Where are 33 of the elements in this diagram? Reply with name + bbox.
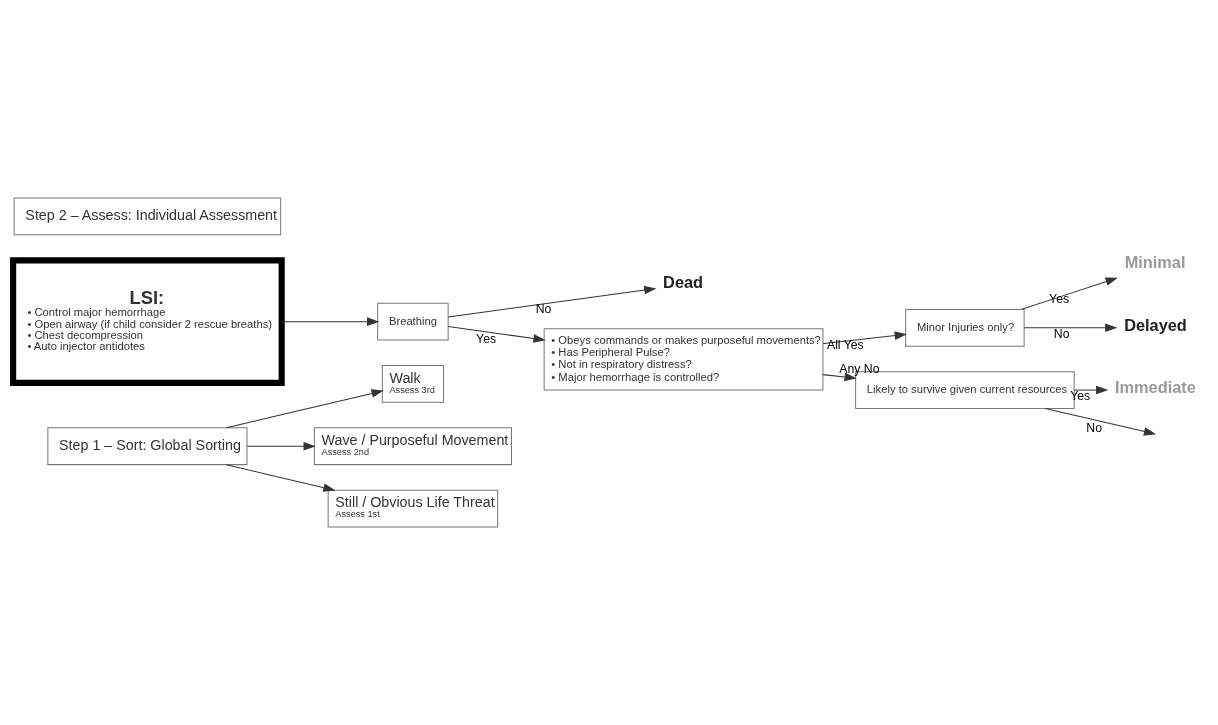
edge-label: Any No (839, 361, 880, 376)
edge-label: No (1086, 420, 1103, 435)
node-box: Wave / Purposeful Movement Assess 2nd (313, 427, 512, 466)
arrow (281, 317, 380, 326)
arrow (822, 372, 857, 382)
arrow (246, 441, 316, 451)
node-text: Delayed (1124, 315, 1187, 334)
node-box: Step 1 – Sort: Global Sorting (47, 427, 248, 466)
node-box: • Obeys commands or makes purposeful movements? • Has Peripheral Pulse? • Not in respiratory distress? • Major hemorrhage is controlled? (543, 328, 824, 391)
edge-label: All Yes (826, 337, 864, 352)
arrow (1021, 277, 1118, 310)
node-box: Walk Assess 3rd (381, 365, 445, 403)
arrow (447, 285, 657, 318)
node-box: Minor Injuries only? (905, 308, 1025, 347)
edge-label: Yes (1070, 388, 1091, 403)
edge-label: Yes (1049, 292, 1070, 307)
arrow (225, 464, 336, 492)
node-box: Still / Obvious Life Threat Assess 1st (327, 489, 499, 528)
edge-label: Yes (476, 332, 497, 347)
edge-label: No (535, 301, 552, 316)
arrow (1023, 323, 1118, 333)
arrow (447, 325, 546, 343)
arrow (1044, 408, 1157, 436)
arrow (1073, 385, 1109, 395)
node-box: LSI: • Control major hemorrhage • Open airway (if child consider 2 rescue breaths) • Chest decompression • Auto injector antidotes (10, 257, 285, 386)
node-box: Step 2 – Assess: Individual Assessment (13, 197, 282, 236)
node-text: Minimal (1124, 253, 1186, 272)
node-text: Immediate (1115, 377, 1196, 396)
edge-label: No (1053, 326, 1070, 341)
arrow (225, 389, 384, 429)
node-text: Dead (663, 272, 704, 291)
node-box: Breathing (377, 302, 449, 341)
arrow (822, 331, 907, 345)
